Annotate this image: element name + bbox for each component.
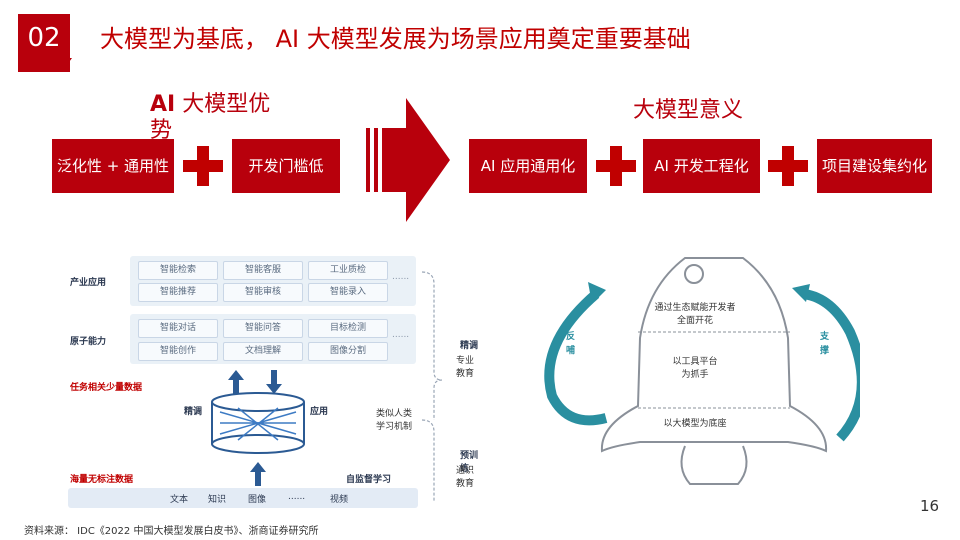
massive-data-label: 海量无标注数据 <box>70 475 134 485</box>
rocket-diagram <box>544 257 860 485</box>
pill: 智能创作 <box>138 342 218 361</box>
rocket-top-text: 通过生态赋能开发者 全面开花 <box>654 303 736 326</box>
left-heading-bold: AI <box>150 92 176 117</box>
pill: 智能客服 <box>223 261 303 280</box>
input-bar <box>68 488 418 508</box>
pill: 目标检测 <box>308 319 388 338</box>
pill: 智能推荐 <box>138 283 218 302</box>
pill: 智能对话 <box>138 319 218 338</box>
plus-icon <box>596 146 636 186</box>
left-section-heading: AI 大模型优势 <box>150 92 290 144</box>
side-human-mechanism: 类似人类 学习机制 <box>376 409 413 432</box>
model-cylinder-icon <box>211 392 305 454</box>
bracket-icon <box>421 271 443 502</box>
input-knowledge: 知识 <box>208 495 227 505</box>
section-number-badge: 02 <box>18 14 70 72</box>
pill: 图像分割 <box>308 342 388 361</box>
input-ellipsis: ...... <box>288 492 306 502</box>
task-data-label: 任务相关少量数据 <box>70 383 143 393</box>
apply-label: 应用 <box>310 407 329 417</box>
input-video: 视频 <box>330 495 349 505</box>
side-general-edu: 通识教育 <box>456 466 475 489</box>
row-label-industry: 产业应用 <box>70 278 107 288</box>
finetune-label: 精调 <box>184 407 203 417</box>
plus-icon <box>183 146 223 186</box>
advantage-box-low-barrier: 开发门槛低 <box>232 139 340 193</box>
side-finetune: 精调 <box>460 341 479 351</box>
rocket-right-label: 支 撑 <box>820 332 830 356</box>
pill: 文档理解 <box>223 342 303 361</box>
rocket-bottom-text: 以大模型为底座 <box>663 419 727 429</box>
right-section-heading: 大模型意义 <box>633 98 744 123</box>
slide-title: 大模型为基底， AI 大模型发展为场景应用奠定重要基础 <box>100 25 691 53</box>
input-text: 文本 <box>170 495 189 505</box>
input-image: 图像 <box>248 495 267 505</box>
rocket-mid-text: 以工具平台 为抓手 <box>672 357 718 380</box>
page-number: 16 <box>920 497 940 515</box>
source-note: 资料来源： IDC《2022 中国大模型发展白皮书》、浙商证券研究所 <box>24 526 319 537</box>
up-arrow-icon <box>250 462 266 486</box>
pill: 智能问答 <box>223 319 303 338</box>
left-heading-rest: 大模型优势 <box>150 92 271 143</box>
plus-icon <box>768 146 808 186</box>
big-arrow-icon <box>366 98 450 222</box>
meaning-box-engineering: AI 开发工程化 <box>643 139 760 193</box>
pill: 智能审核 <box>223 283 303 302</box>
advantage-box-generalization: 泛化性 + 通用性 <box>52 139 174 193</box>
model-diagram: 产业应用 智能检索 智能客服 工业质检 智能推荐 智能审核 智能录入 .....… <box>40 250 480 512</box>
meaning-box-intensive: 项目建设集约化 <box>817 139 932 193</box>
up-down-arrows-icon <box>228 370 282 394</box>
pill: 智能录入 <box>308 283 388 302</box>
badge-notch <box>62 58 72 72</box>
side-pro-edu: 专业教育 <box>456 356 475 379</box>
row-label-atomic: 原子能力 <box>70 337 107 347</box>
side-pretrain: 预训练 <box>460 451 479 474</box>
ellipsis: ...... <box>392 272 410 282</box>
rocket-left-label: 反 哺 <box>566 332 576 356</box>
self-supervised-label: 自监督学习 <box>346 475 392 485</box>
ellipsis: ...... <box>392 330 410 340</box>
meaning-box-general: AI 应用通用化 <box>469 139 587 193</box>
pill: 工业质检 <box>308 261 388 280</box>
pill: 智能检索 <box>138 261 218 280</box>
